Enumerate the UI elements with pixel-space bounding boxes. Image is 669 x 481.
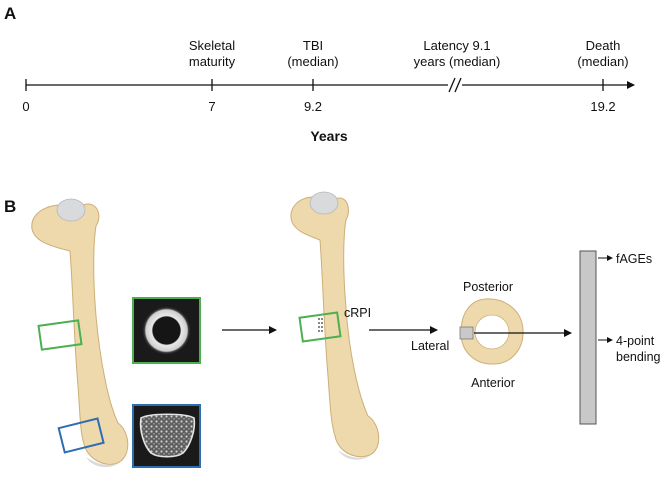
ct-distal-image: [132, 404, 201, 468]
axis-title: Years: [310, 128, 348, 144]
timeline: 0 7 9.2 19.2 Skeletal maturity TBI (medi…: [22, 38, 635, 144]
event-tbi-line1: TBI: [303, 38, 323, 53]
midshaft-roi-box: [37, 319, 83, 351]
tick-label-19-2: 19.2: [590, 99, 615, 114]
panel-label-b: B: [4, 197, 16, 216]
tick-label-7: 7: [208, 99, 215, 114]
event-skeletal-line2: maturity: [189, 54, 236, 69]
event-latency-line1: Latency 9.1: [423, 38, 490, 53]
femur-left-icon: [31, 198, 129, 468]
anterior-label: Anterior: [471, 376, 515, 390]
event-death-line2: (median): [577, 54, 628, 69]
output-4-point: 4-point: [616, 334, 655, 348]
output-fages: fAGEs: [616, 252, 652, 266]
ct-midshaft-image: [132, 297, 201, 364]
crpi-probe-dots: [318, 318, 323, 332]
posterior-label: Posterior: [463, 280, 513, 294]
specimen-beam: [459, 326, 474, 340]
event-latency-line2: years (median): [414, 54, 501, 69]
output-bending: bending: [616, 350, 661, 364]
bone-cross-section: [459, 298, 524, 365]
event-death-line1: Death: [586, 38, 621, 53]
panel-label-a: A: [4, 4, 16, 23]
event-skeletal-line1: Skeletal: [189, 38, 235, 53]
lateral-label: Lateral: [411, 339, 449, 353]
crpi-label: cRPI: [344, 306, 371, 320]
crpi-roi-box: [298, 311, 342, 343]
tick-label-0: 0: [22, 99, 29, 114]
femur-right-icon: [290, 191, 380, 460]
axis-break-icon: [448, 77, 462, 93]
tick-label-9-2: 9.2: [304, 99, 322, 114]
beam-specimen-bar: [579, 250, 597, 425]
distal-roi-box: [57, 417, 105, 454]
event-tbi-line2: (median): [287, 54, 338, 69]
